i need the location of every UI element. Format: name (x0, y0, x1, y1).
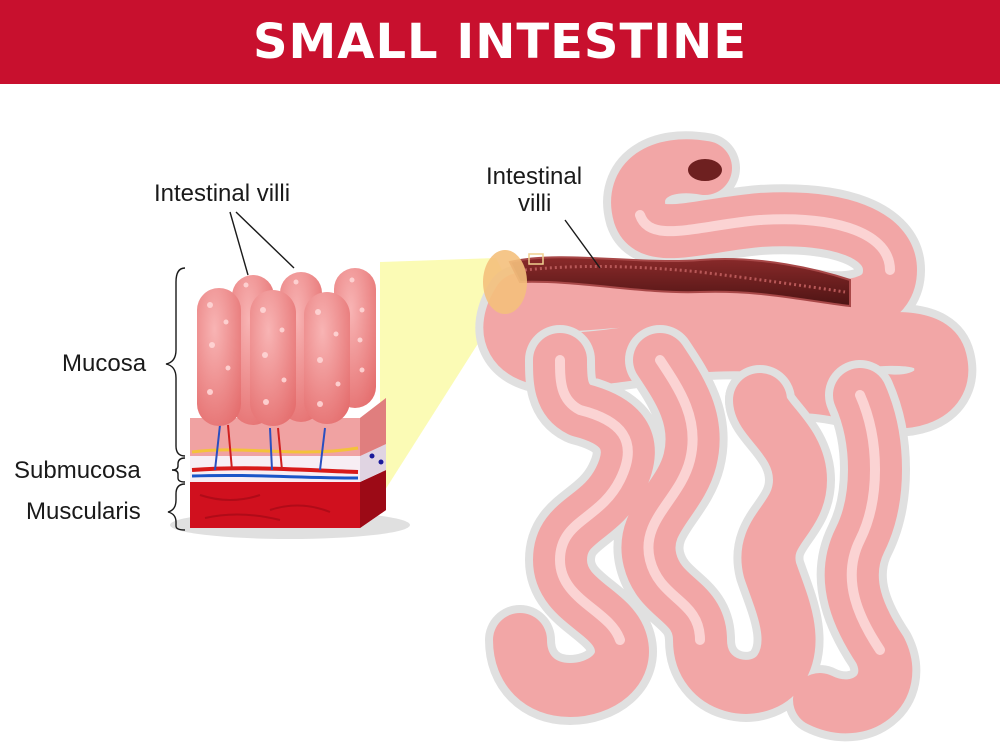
label-leaders (165, 211, 601, 531)
label-mucosa: Mucosa (62, 350, 147, 377)
villi (197, 268, 376, 426)
cut-section-end (483, 250, 527, 314)
label-intestinal-villi-left: Intestinal villi (154, 180, 291, 207)
intestine-coil (475, 131, 977, 742)
mucosa-base (190, 398, 386, 456)
tissue-block (170, 268, 410, 539)
intestine-opening (682, 153, 728, 187)
label-intestinal-villi-right-line2: villi (518, 190, 552, 217)
intestine-lumen (508, 256, 851, 308)
vein (191, 473, 359, 480)
mucosa-brace (165, 267, 186, 457)
zoom-marker (528, 253, 544, 265)
submucosa-brace (171, 457, 186, 483)
muscularis-brace (167, 483, 186, 531)
label-muscularis: Muscularis (26, 498, 141, 525)
label-intestinal-villi-right-line1: Intestinal (486, 163, 583, 190)
page-title: SMALL INTESTINE (252, 14, 748, 70)
label-submucosa: Submucosa (14, 457, 141, 484)
artery (191, 466, 359, 474)
title-bar: SMALL INTESTINE (0, 0, 1000, 84)
